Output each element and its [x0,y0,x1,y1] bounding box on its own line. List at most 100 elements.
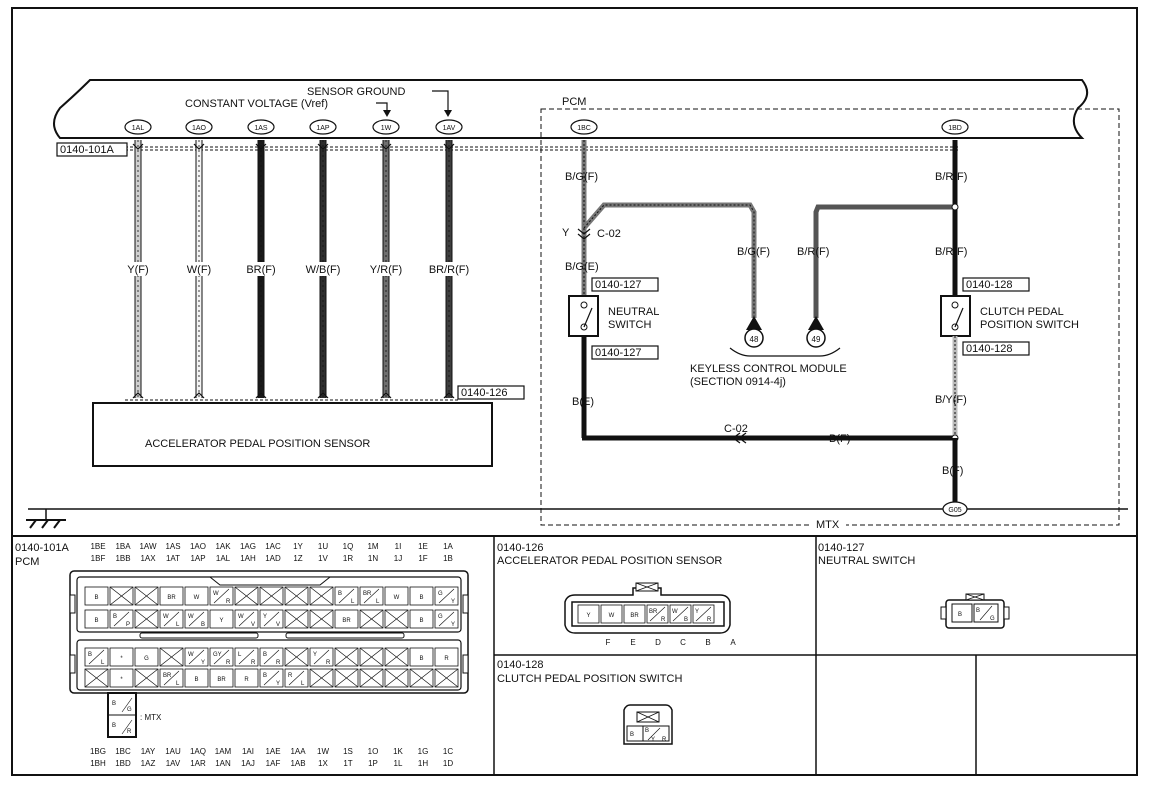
ground-symbol [26,509,66,529]
pcm-cell-color: * [120,677,123,683]
pcm-pin-id: 1X [318,759,328,768]
svg-text:G05: G05 [948,507,961,514]
pcm-cell [184,668,209,688]
sensor-cell [577,604,600,624]
pcm-pin-id: 1E [418,542,428,551]
pcm-cell-color: R [244,677,249,683]
pcm-cell-color: B [88,652,92,658]
pcm-cell-color: W [213,591,219,597]
wire-label-br-f-2: B/R(F) [797,246,829,258]
pcm-terminal-1ao [185,119,213,135]
pcm-pin-id: 1S [343,747,353,756]
svg-text:B: B [976,608,980,614]
pcm-cell-color: Y [451,599,455,605]
sensor-cell-color: BR [649,609,658,615]
wire-label-b-f-1: B(F) [829,433,850,445]
pcm-pin-id: 1BC [115,747,131,756]
pcm-pin-id: 1AT [166,554,180,563]
pcm-cell-color: R [326,660,331,666]
pcm-cell-color: BR [217,677,226,683]
svg-text:R: R [127,729,132,735]
pcm-cell [334,609,359,629]
pcm-cell [234,668,259,688]
wire-color-label: Y/R(F) [370,264,402,276]
pcm-pin-id: 1AH [240,554,256,563]
pcm-cell-color: G [438,591,443,597]
pcm-pin-id: 1L [394,759,403,768]
pcm-connector-code: 0140-101A [15,542,69,554]
svg-text:1BC: 1BC [577,125,591,132]
pcm-cell-color: R [251,660,256,666]
pcm-cell [434,647,459,667]
pcm-cell [109,668,134,688]
pcm-cell-color: B [263,673,267,679]
pcm-cell-color: BR [167,595,176,601]
pcm-pin-id: 1V [318,554,328,563]
sensor-ground-arrow [432,90,449,112]
sensor-pin-letter: D [655,638,661,647]
pcm-cell [109,647,134,667]
pcm-cell-color: R [444,656,449,662]
bottom-panel [12,535,1137,775]
pcm-cell-color: BR [342,618,351,624]
pcm-cell-color: L [176,681,180,687]
vref-arrowhead [383,110,391,117]
pcm-cell-color: Y [219,618,223,624]
pcm-cell [409,647,434,667]
pcm-pin-id: 1AP [190,554,205,563]
svg-text:G: G [990,616,995,622]
wire-color-label: Y(F) [127,264,148,276]
clutch-connector-code: 0140-128 [497,659,544,671]
sensor-connector-code: 0140-126 [497,542,544,554]
pcm-pin-id: 1A [443,542,453,551]
pcm-pin-id: 1U [318,542,328,551]
svg-text:G: G [127,707,132,713]
mtx-note: : MTX [140,713,162,722]
pcm-cell-color: B [419,618,423,624]
pcm-cell-color: B [201,622,205,628]
ref-box-128-top: 0140-128 [962,277,1030,292]
pcm-cell-color: Y [313,652,317,658]
pcm-pin-id: 1AB [290,759,305,768]
wire-label-bg-e: B/G(E) [565,261,599,273]
pcm-connector-name: PCM [15,556,39,568]
sensor-cell-color: W [609,613,615,619]
pcm-pin-id: 1C [443,747,453,756]
pcm-cell-color: G [144,656,149,662]
keyless-pin-48: 48 [744,316,764,348]
pcm-pin-id: 1AU [165,747,181,756]
pcm-cell-color: L [101,660,105,666]
pcm-cell [84,586,109,606]
pcm-cell [84,609,109,629]
pcm-cell-color: B [94,595,98,601]
svg-text:0140-128: 0140-128 [966,343,1013,355]
pcm-cell-color: B [419,595,423,601]
sensor-cell [600,604,623,624]
pcm-cell-color: P [126,622,130,628]
svg-text:B: B [112,701,116,707]
wire-label-c02-1: C-02 [597,228,621,240]
pcm-pin-id: 1AY [141,747,156,756]
pcm-pin-id: 1AM [215,747,232,756]
sensor-pin-letter: B [705,638,710,647]
pcm-cell-color: R [276,660,281,666]
pcm-pin-id: 1AS [165,542,180,551]
clutch-connector-face: B B Y R [623,704,673,745]
pcm-cell-color: Y [263,614,267,620]
pcm-cell [209,609,234,629]
pcm-pin-id: 1I [395,542,402,551]
svg-text:0140-127: 0140-127 [595,279,642,291]
sensor-cell-color: Y [586,613,590,619]
pcm-cell-color: B [113,614,117,620]
neutral-connector-face: B B G [940,593,1010,629]
pcm-pin-id: 1AG [240,542,256,551]
pcm-cell-color: W [188,614,194,620]
pcm-terminal-label: 1AV [443,125,456,132]
outer-frame [11,7,1138,776]
pcm-pin-id: 1AQ [190,747,206,756]
